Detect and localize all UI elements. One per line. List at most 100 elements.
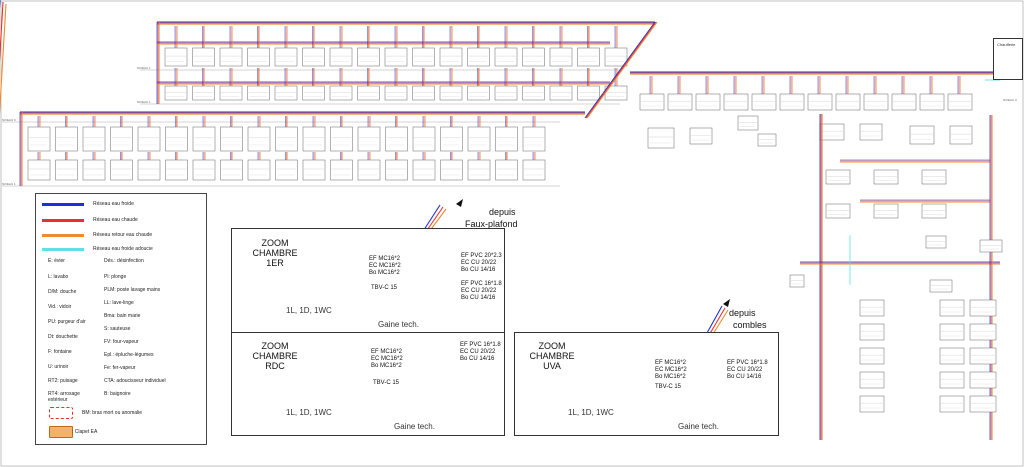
room-box <box>825 203 851 219</box>
room-box <box>247 85 270 101</box>
zoom-pipe-spec: Bo CU 14/16 <box>460 356 495 362</box>
room-box <box>647 127 675 149</box>
room-box <box>412 159 436 181</box>
legend-abbr: Dés.: désinfection <box>104 258 144 264</box>
legend-abbr: B: baignoire <box>104 391 131 397</box>
room-box <box>412 85 435 101</box>
room-box <box>925 235 947 249</box>
legend-abbr: Dt: douchette <box>48 334 78 340</box>
legend-label-softened: Réseau eau froide adoucie <box>93 246 153 252</box>
room-box <box>723 93 749 111</box>
room-box <box>522 126 546 152</box>
room-box <box>494 85 518 101</box>
room-box <box>969 347 997 365</box>
room-box <box>467 85 490 101</box>
legend-abbr: Vid.: vidoir <box>48 304 72 310</box>
legend-abbr: Bma: bain marie <box>104 313 141 319</box>
room-box <box>919 93 945 111</box>
room-box <box>192 85 215 101</box>
room-box <box>921 203 947 219</box>
room-box <box>110 126 133 152</box>
room-box <box>192 47 215 67</box>
legend-abbr: PU: purgeur d'air <box>48 319 86 325</box>
room-box <box>82 159 106 181</box>
legend-abbr: PLM: poste lavage mains <box>104 287 161 293</box>
room-box <box>979 239 1003 253</box>
legend-abbr: S: sauteuse <box>104 326 131 332</box>
zoom-pipe-spec: EC CU 20/22 <box>461 288 497 294</box>
zoom-pipe-spec: Bo MC16*2 <box>371 363 402 369</box>
room-box <box>27 126 51 152</box>
legend-abbr: LL: lave-linge <box>104 300 134 306</box>
room-box <box>302 47 325 67</box>
room-box <box>522 85 545 101</box>
room-box <box>859 299 885 317</box>
zoom-fixtures: 1L, 1D, 1WC <box>568 408 614 417</box>
room-box <box>330 159 353 181</box>
room-box <box>494 47 518 67</box>
zoom-pipe-spec: EF MC16*2 <box>371 349 403 355</box>
plant-room-box: Chaufferie <box>993 38 1023 80</box>
legend-box: Réseau eau froide Réseau eau chaude Rése… <box>35 193 207 445</box>
room-box <box>789 274 805 288</box>
room-box <box>357 85 380 101</box>
room-box <box>921 169 947 185</box>
arrow-icon <box>723 299 730 307</box>
zoom-pipe-spec: EC CU 20/22 <box>460 349 496 355</box>
room-box <box>859 323 885 341</box>
legend-abbr: L: lavabo <box>48 274 69 280</box>
room-box <box>165 159 188 181</box>
zoom-pipe-spec: EF PVC 16*1.8 <box>461 281 502 287</box>
legend-abbr: E: évier <box>48 258 65 264</box>
level-label: NIVEAU 1 <box>2 182 16 186</box>
room-box <box>939 371 965 389</box>
room-box <box>969 371 997 389</box>
zoom-shaft: Gaine tech. <box>378 320 419 329</box>
zoom-title-line: RDC <box>265 361 285 371</box>
room-box <box>467 159 491 181</box>
zoom-pipe-spec: EF PVC 16*1.8 <box>727 360 768 366</box>
room-box <box>757 133 777 147</box>
zoom-title-line: CHAMBRE <box>252 248 298 258</box>
room-box <box>110 159 133 181</box>
legend-abbr: F: fontaine <box>48 349 72 355</box>
room-box <box>165 126 188 152</box>
legend-swatch-return <box>42 234 84 237</box>
room-box <box>949 125 973 145</box>
room-box <box>330 126 353 152</box>
room-box <box>137 126 161 152</box>
zoom-fixtures: 1L, 1D, 1WC <box>286 306 332 315</box>
room-box <box>219 85 243 101</box>
room-box <box>440 126 463 152</box>
zoom-title-line: CHAMBRE <box>252 351 298 361</box>
zoom-pipe-spec: EC MC16*2 <box>369 263 401 269</box>
zoom-pipe-spec: EC CU 20/22 <box>461 260 497 266</box>
room-box <box>55 159 78 181</box>
plant-room-label: Chaufferie <box>997 42 1016 47</box>
room-box <box>275 126 298 152</box>
room-box <box>82 126 106 152</box>
room-box <box>247 159 271 181</box>
pipe-segment <box>584 21 656 119</box>
room-box <box>27 159 51 181</box>
room-box <box>275 159 298 181</box>
level-label: NIVEAU 1 <box>137 66 151 70</box>
room-box <box>412 126 436 152</box>
legend-label-return: Réseau retour eau chaude <box>93 232 153 238</box>
room-box <box>969 299 997 317</box>
room-box <box>947 93 973 111</box>
zoom-pipe-spec: Bo CU 14/16 <box>461 267 496 273</box>
room-box <box>577 47 600 67</box>
legend-abbr: D/M: douche <box>48 289 77 295</box>
zoom-room-uva <box>514 332 779 436</box>
room-box <box>302 85 325 101</box>
room-box <box>522 47 545 67</box>
room-box <box>192 126 216 152</box>
room-box <box>859 123 883 141</box>
pipe-segment <box>0 3 7 115</box>
room-box <box>873 169 899 185</box>
zoom-valve-label: TBV-C 15 <box>373 380 400 386</box>
room-box <box>384 47 408 67</box>
zoom-title-line: UVA <box>543 361 561 371</box>
